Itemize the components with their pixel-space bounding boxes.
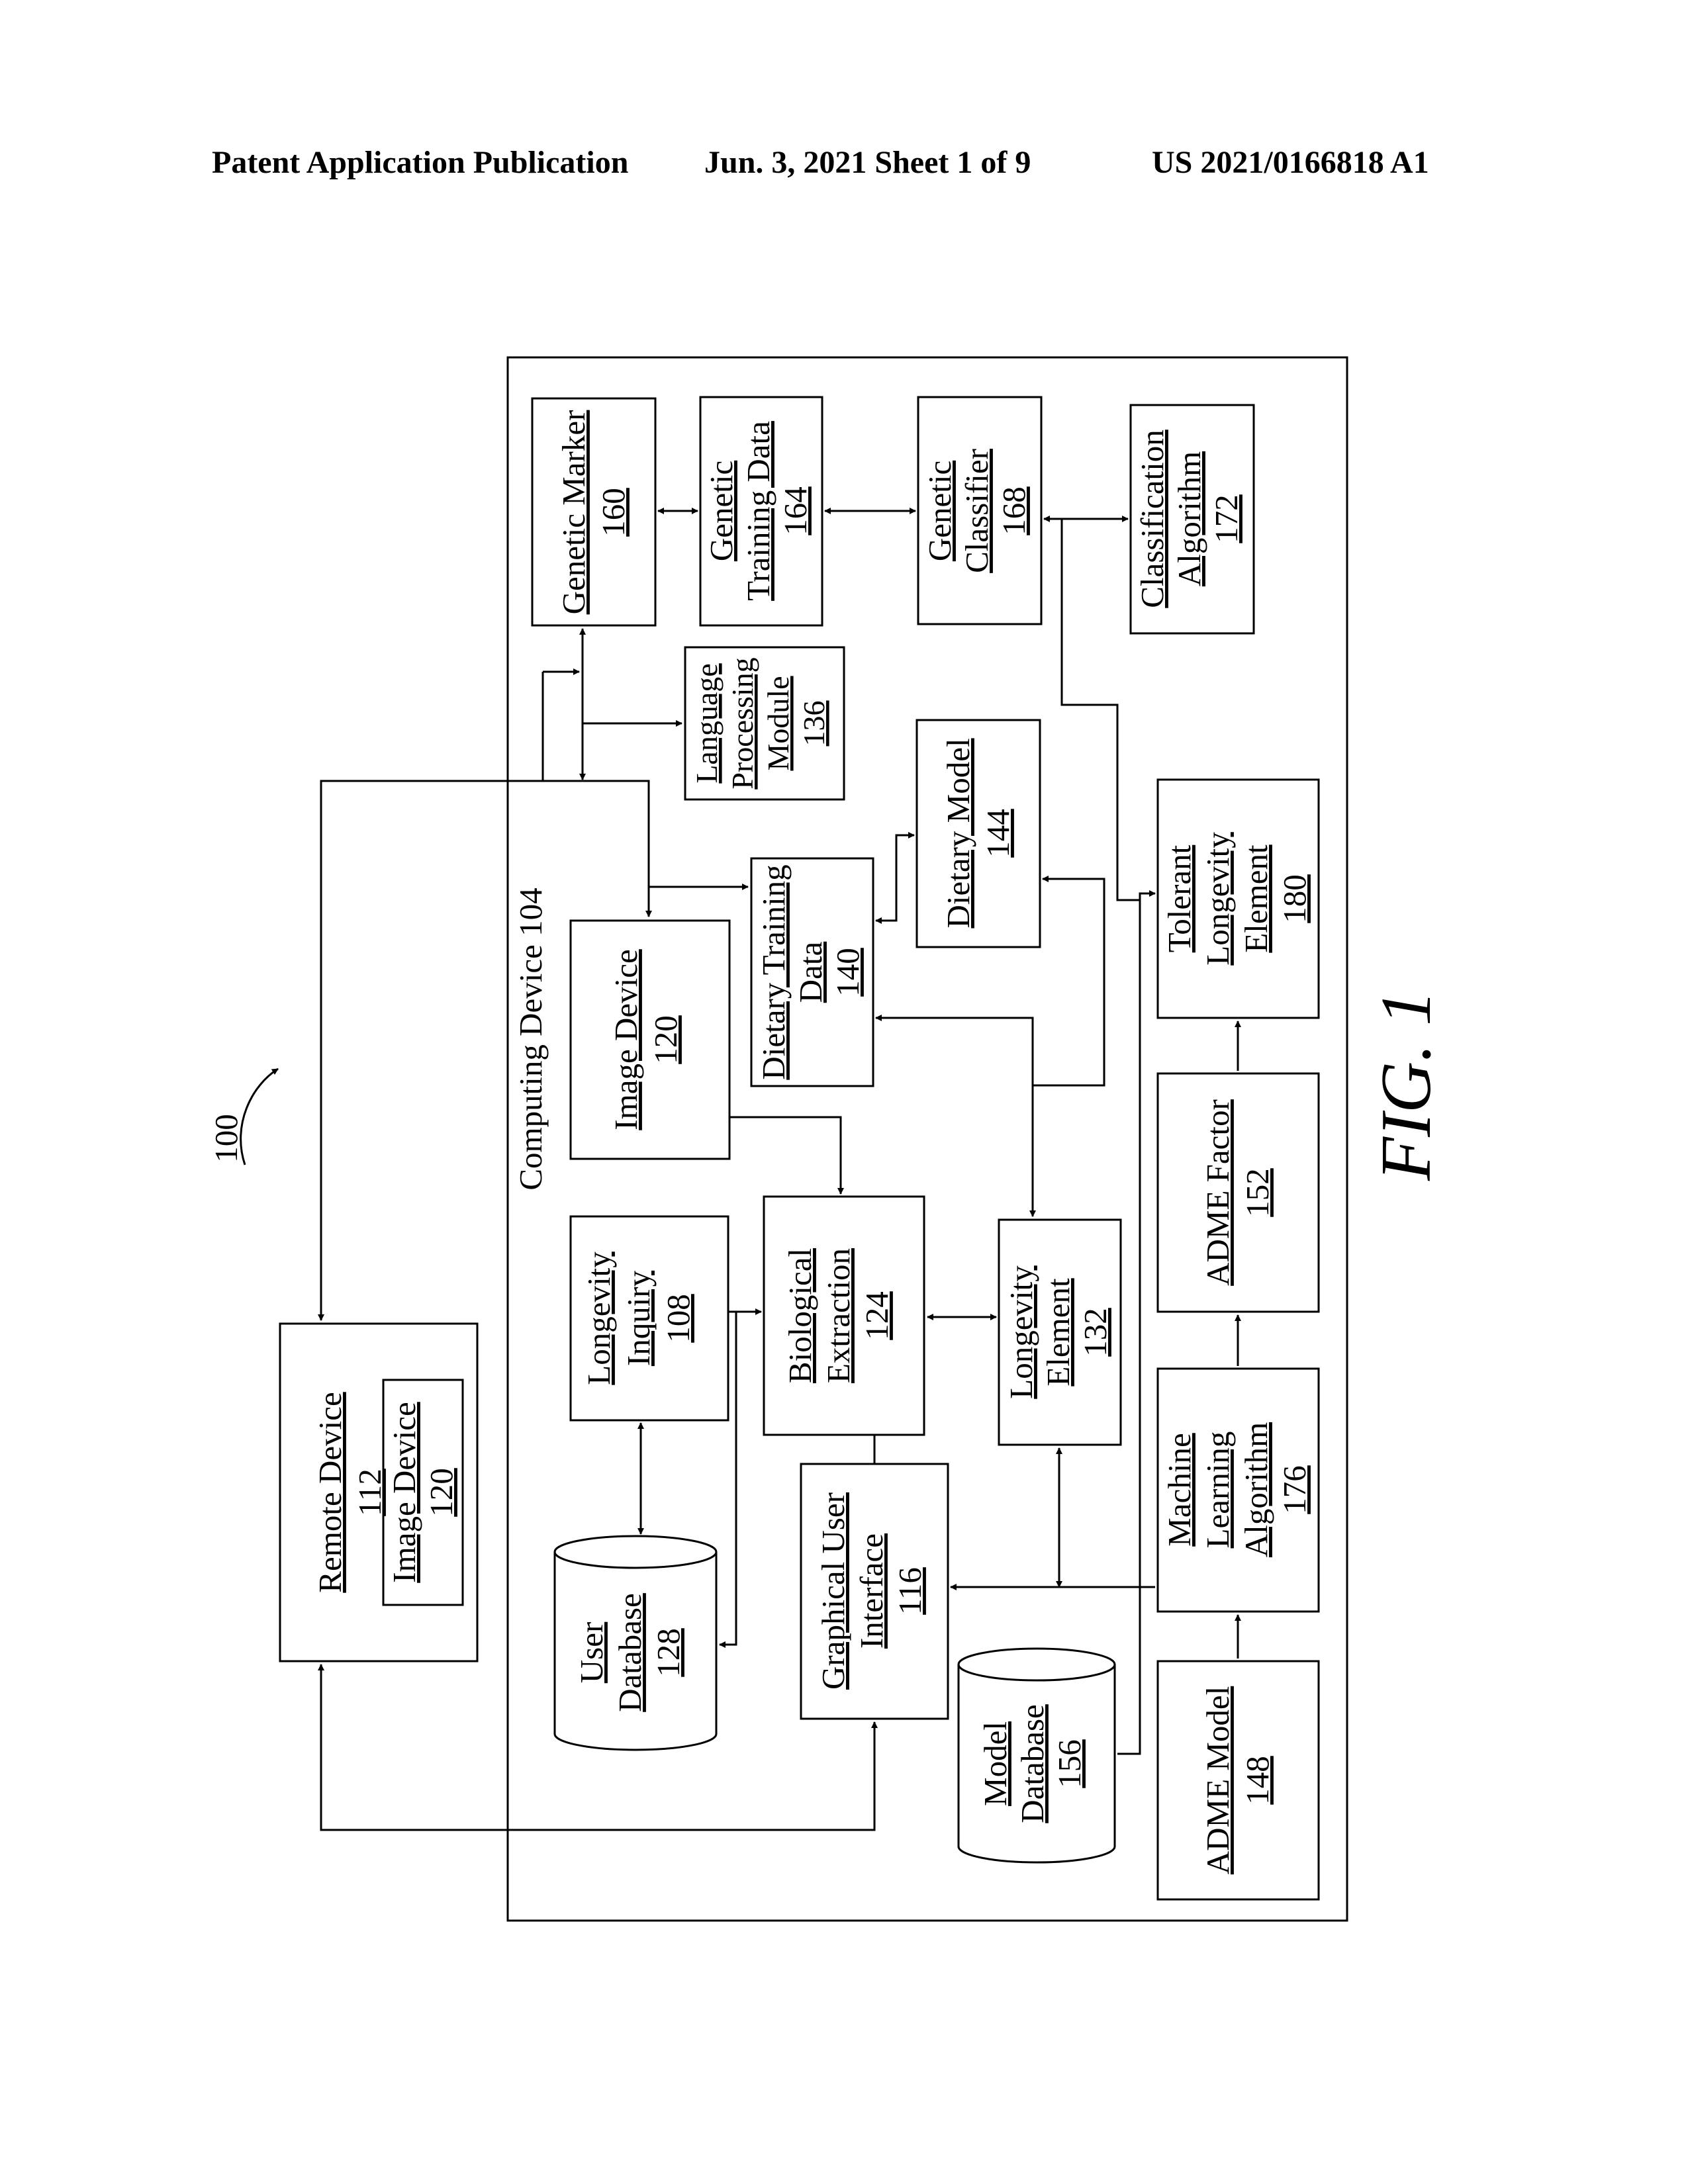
genetic-training-data-line1: Genetic: [703, 461, 739, 561]
user-database-number: 128: [650, 1628, 686, 1677]
remote-device-name: Remote Device: [312, 1392, 348, 1592]
tolerant-longevity-element-line1: Tolerant: [1161, 844, 1197, 952]
longevity-element-label: Longevity Element 132: [1003, 1265, 1113, 1399]
classification-algorithm-line1: Classification: [1134, 430, 1170, 608]
dietary-training-data-line2: Data: [792, 942, 829, 1003]
longevity-element-line1: Longevity: [1003, 1265, 1039, 1399]
genetic-marker-label: Genetic Marker 160: [555, 410, 632, 615]
genetic-marker-box: [532, 398, 655, 625]
genetic-classifier-line1: Genetic: [921, 461, 958, 561]
genetic-marker-number: 160: [595, 488, 632, 537]
machine-learning-algorithm-number: 176: [1276, 1465, 1313, 1514]
user-database-label: User Database 128: [573, 1593, 686, 1712]
language-processing-module-label: Language Processing Module 136: [690, 657, 831, 789]
model-database-line1: Model: [977, 1721, 1013, 1806]
genetic-marker-name: Genetic Marker: [555, 410, 592, 615]
model-database-number: 156: [1051, 1739, 1088, 1788]
biological-extraction-line2: Extraction: [820, 1248, 857, 1383]
remote-device-number: 112: [352, 1469, 388, 1516]
longevity-element-line2: Element: [1040, 1278, 1076, 1387]
classification-algorithm-number: 172: [1208, 494, 1244, 543]
machine-learning-algorithm-line2: Learning: [1199, 1432, 1236, 1549]
remote-image-device-name: Image Device: [386, 1402, 422, 1582]
model-database-label: Model Database 156: [977, 1704, 1088, 1823]
adme-factor-number: 152: [1239, 1168, 1276, 1217]
biological-extraction-line1: Biological: [782, 1248, 818, 1383]
dietary-training-data-line1: Dietary Training: [755, 864, 792, 1079]
genetic-classifier-label: Genetic Classifier 168: [921, 449, 1032, 573]
figure-reference-arrow: [241, 1069, 278, 1165]
user-database-line1: User: [573, 1622, 610, 1684]
tolerant-longevity-element-line3: Element: [1238, 844, 1274, 953]
graphical-user-interface-line1: Graphical User: [815, 1492, 851, 1690]
adme-model-name: ADME Model: [1199, 1686, 1236, 1874]
remote-device-label: Remote Device 112: [312, 1392, 388, 1592]
adme-model-box: [1158, 1661, 1319, 1899]
language-processing-module-line2: Processing: [726, 657, 759, 789]
model-database-line2: Database: [1014, 1704, 1051, 1823]
remote-image-device-label: Image Device 120: [386, 1402, 459, 1582]
genetic-training-data-line2: Training Data: [740, 421, 776, 601]
longevity-inquiry-label: Longevity Inquiry 108: [581, 1251, 696, 1385]
image-device-label: Image Device 120: [608, 949, 684, 1130]
graphical-user-interface-label: Graphical User Interface 116: [815, 1492, 928, 1690]
longevity-inquiry-number: 108: [660, 1294, 696, 1343]
machine-learning-algorithm-line1: Machine: [1161, 1433, 1197, 1546]
remote-image-device-number: 120: [423, 1468, 459, 1517]
language-processing-module-line1: Language: [690, 663, 724, 783]
dietary-model-name: Dietary Model: [940, 738, 976, 928]
genetic-training-data-number: 164: [777, 486, 814, 535]
machine-learning-algorithm-label: Machine Learning Algorithm 176: [1161, 1422, 1313, 1557]
dietary-training-data-label: Dietary Training Data 140: [755, 864, 866, 1079]
genetic-classifier-number: 168: [996, 486, 1032, 535]
dietary-model-number: 144: [980, 809, 1016, 858]
tolerant-longevity-element-line2: Longevity: [1199, 832, 1236, 966]
tolerant-longevity-element-number: 180: [1276, 874, 1313, 923]
machine-learning-algorithm-line3: Algorithm: [1238, 1422, 1274, 1557]
biological-extraction-number: 124: [859, 1291, 895, 1340]
figure-caption: FIG. 1: [1367, 990, 1446, 1181]
language-processing-module-number: 136: [797, 701, 831, 747]
adme-model-label: ADME Model 148: [1199, 1686, 1276, 1874]
classification-algorithm-label: Classification Algorithm 172: [1134, 430, 1244, 608]
computing-device-title: Computing Device 104: [512, 887, 549, 1190]
dietary-model-label: Dietary Model 144: [940, 738, 1016, 928]
graphical-user-interface-number: 116: [892, 1567, 928, 1615]
longevity-element-number: 132: [1077, 1308, 1113, 1357]
image-device-number: 120: [647, 1015, 684, 1064]
figure-reference-number: 100: [208, 1114, 244, 1163]
biological-extraction-label: Biological Extraction 124: [782, 1248, 895, 1383]
adme-factor-name: ADME Factor: [1199, 1099, 1236, 1286]
classification-algorithm-line2: Algorithm: [1171, 451, 1207, 586]
genetic-training-data-label: Genetic Training Data 164: [703, 421, 814, 601]
image-device-name: Image Device: [608, 949, 644, 1130]
adme-factor-label: ADME Factor 152: [1199, 1099, 1276, 1286]
longevity-inquiry-line1: Longevity: [581, 1251, 617, 1385]
tolerant-longevity-element-label: Tolerant Longevity Element 180: [1161, 832, 1313, 966]
longevity-inquiry-line2: Inquiry: [620, 1270, 657, 1366]
genetic-classifier-line2: Classifier: [959, 449, 995, 573]
user-database-line2: Database: [612, 1593, 648, 1712]
dietary-training-data-number: 140: [829, 948, 866, 997]
adme-model-number: 148: [1239, 1756, 1276, 1805]
graphical-user-interface-line2: Interface: [853, 1533, 890, 1649]
language-processing-module-line3: Module: [761, 676, 795, 770]
adme-factor-box: [1158, 1073, 1319, 1312]
dietary-model-box: [917, 720, 1040, 947]
